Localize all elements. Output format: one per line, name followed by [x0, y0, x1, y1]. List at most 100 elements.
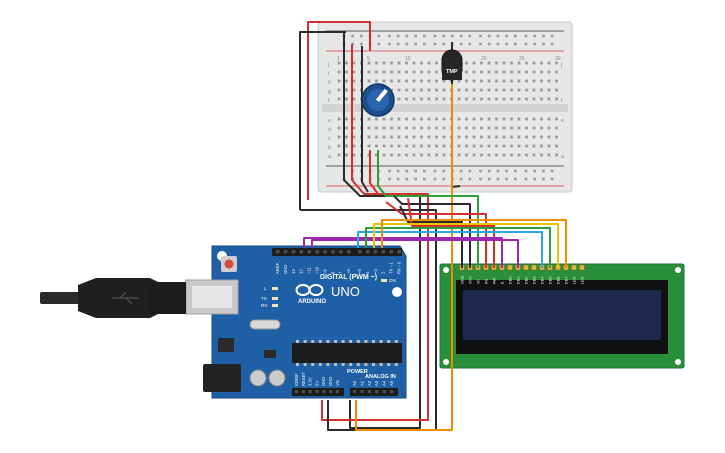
breadboard-hole[interactable] — [495, 126, 498, 130]
header-pin[interactable] — [373, 250, 378, 254]
breadboard-hole[interactable] — [502, 79, 506, 83]
wire-red[interactable] — [321, 44, 429, 421]
rail-hole[interactable] — [360, 34, 363, 38]
breadboard-hole[interactable] — [412, 70, 416, 74]
breadboard-hole[interactable] — [435, 70, 438, 74]
breadboard-hole[interactable] — [457, 126, 461, 130]
breadboard-hole[interactable] — [442, 126, 446, 130]
breadboard-hole[interactable] — [487, 70, 491, 74]
rail-hole[interactable] — [487, 177, 491, 181]
rail-hole[interactable] — [451, 34, 454, 38]
breadboard-hole[interactable] — [540, 97, 543, 101]
wire-purple[interactable] — [311, 239, 519, 268]
breadboard-hole[interactable] — [352, 70, 356, 74]
breadboard-hole[interactable] — [337, 61, 341, 65]
breadboard-hole[interactable] — [390, 117, 393, 121]
breadboard-hole[interactable] — [427, 135, 431, 139]
breadboard-hole[interactable] — [487, 144, 491, 148]
breadboard-hole[interactable] — [495, 88, 498, 92]
rail-hole[interactable] — [479, 169, 482, 173]
breadboard-hole[interactable] — [337, 79, 341, 83]
breadboard-hole[interactable] — [555, 144, 558, 148]
breadboard-hole[interactable] — [510, 79, 513, 83]
rail-hole[interactable] — [524, 34, 528, 38]
lcd-pin[interactable] — [579, 264, 585, 271]
header-pin[interactable] — [347, 250, 351, 254]
breadboard-hole[interactable] — [352, 153, 356, 157]
rail-hole[interactable] — [405, 169, 409, 173]
lcd-pin[interactable] — [531, 264, 537, 271]
breadboard-hole[interactable] — [427, 61, 431, 65]
breadboard-hole[interactable] — [547, 61, 551, 65]
header-pin[interactable] — [299, 250, 304, 254]
breadboard-hole[interactable] — [412, 97, 416, 101]
rail-hole[interactable] — [442, 34, 445, 38]
header-pin[interactable] — [307, 250, 311, 254]
breadboard-hole[interactable] — [495, 70, 498, 74]
breadboard-hole[interactable] — [525, 61, 528, 65]
header-pin[interactable] — [390, 390, 394, 394]
breadboard-hole[interactable] — [390, 153, 393, 157]
breadboard-hole[interactable] — [495, 79, 498, 83]
header-pin[interactable] — [365, 250, 370, 254]
breadboard-hole[interactable] — [382, 126, 386, 130]
header-pin[interactable] — [339, 250, 343, 254]
breadboard-hole[interactable] — [465, 126, 468, 130]
breadboard-hole[interactable] — [540, 88, 543, 92]
breadboard-hole[interactable] — [532, 117, 536, 121]
breadboard-hole[interactable] — [487, 126, 491, 130]
breadboard-hole[interactable] — [390, 70, 393, 74]
breadboard-hole[interactable] — [345, 79, 348, 83]
rail-hole[interactable] — [514, 42, 517, 46]
breadboard-hole[interactable] — [495, 144, 498, 148]
rail-hole[interactable] — [405, 34, 409, 38]
breadboard-hole[interactable] — [472, 135, 476, 139]
breadboard-hole[interactable] — [412, 61, 416, 65]
breadboard-hole[interactable] — [382, 153, 386, 157]
wire-orange[interactable] — [381, 219, 567, 268]
breadboard-hole[interactable] — [397, 97, 401, 101]
breadboard-hole[interactable] — [525, 135, 528, 139]
breadboard-hole[interactable] — [397, 70, 401, 74]
breadboard-hole[interactable] — [337, 153, 341, 157]
breadboard-hole[interactable] — [517, 70, 521, 74]
rail-hole[interactable] — [505, 177, 508, 181]
breadboard-hole[interactable] — [495, 61, 498, 65]
breadboard-hole[interactable] — [345, 97, 348, 101]
breadboard-hole[interactable] — [510, 126, 513, 130]
breadboard-hole[interactable] — [487, 61, 491, 65]
breadboard-hole[interactable] — [397, 61, 401, 65]
breadboard-hole[interactable] — [547, 135, 551, 139]
usb-cable[interactable] — [40, 278, 186, 318]
breadboard-hole[interactable] — [480, 117, 483, 121]
rail-hole[interactable] — [396, 169, 400, 173]
breadboard-hole[interactable] — [525, 88, 528, 92]
rail-hole[interactable] — [442, 42, 445, 46]
breadboard-hole[interactable] — [510, 135, 513, 139]
breadboard-hole[interactable] — [337, 88, 341, 92]
rail-hole[interactable] — [423, 169, 426, 173]
rail-hole[interactable] — [468, 169, 472, 173]
breadboard-hole[interactable] — [345, 126, 348, 130]
breadboard-hole[interactable] — [510, 97, 513, 101]
breadboard-hole[interactable] — [532, 70, 536, 74]
breadboard-hole[interactable] — [540, 144, 543, 148]
breadboard-hole[interactable] — [397, 126, 401, 130]
rail-hole[interactable] — [396, 34, 400, 38]
breadboard-hole[interactable] — [375, 144, 378, 148]
header-pin[interactable] — [276, 250, 280, 254]
breadboard-hole[interactable] — [532, 144, 536, 148]
breadboard-hole[interactable] — [397, 135, 401, 139]
breadboard-hole[interactable] — [352, 61, 356, 65]
breadboard-hole[interactable] — [337, 117, 341, 121]
breadboard-hole[interactable] — [472, 79, 476, 83]
breadboard-hole[interactable] — [555, 117, 558, 121]
breadboard-hole[interactable] — [435, 61, 438, 65]
rail-hole[interactable] — [496, 177, 500, 181]
rail-hole[interactable] — [550, 177, 554, 181]
breadboard-hole[interactable] — [420, 61, 423, 65]
breadboard-hole[interactable] — [420, 70, 423, 74]
breadboard-hole[interactable] — [502, 153, 506, 157]
breadboard-hole[interactable] — [352, 79, 356, 83]
breadboard-hole[interactable] — [375, 153, 378, 157]
